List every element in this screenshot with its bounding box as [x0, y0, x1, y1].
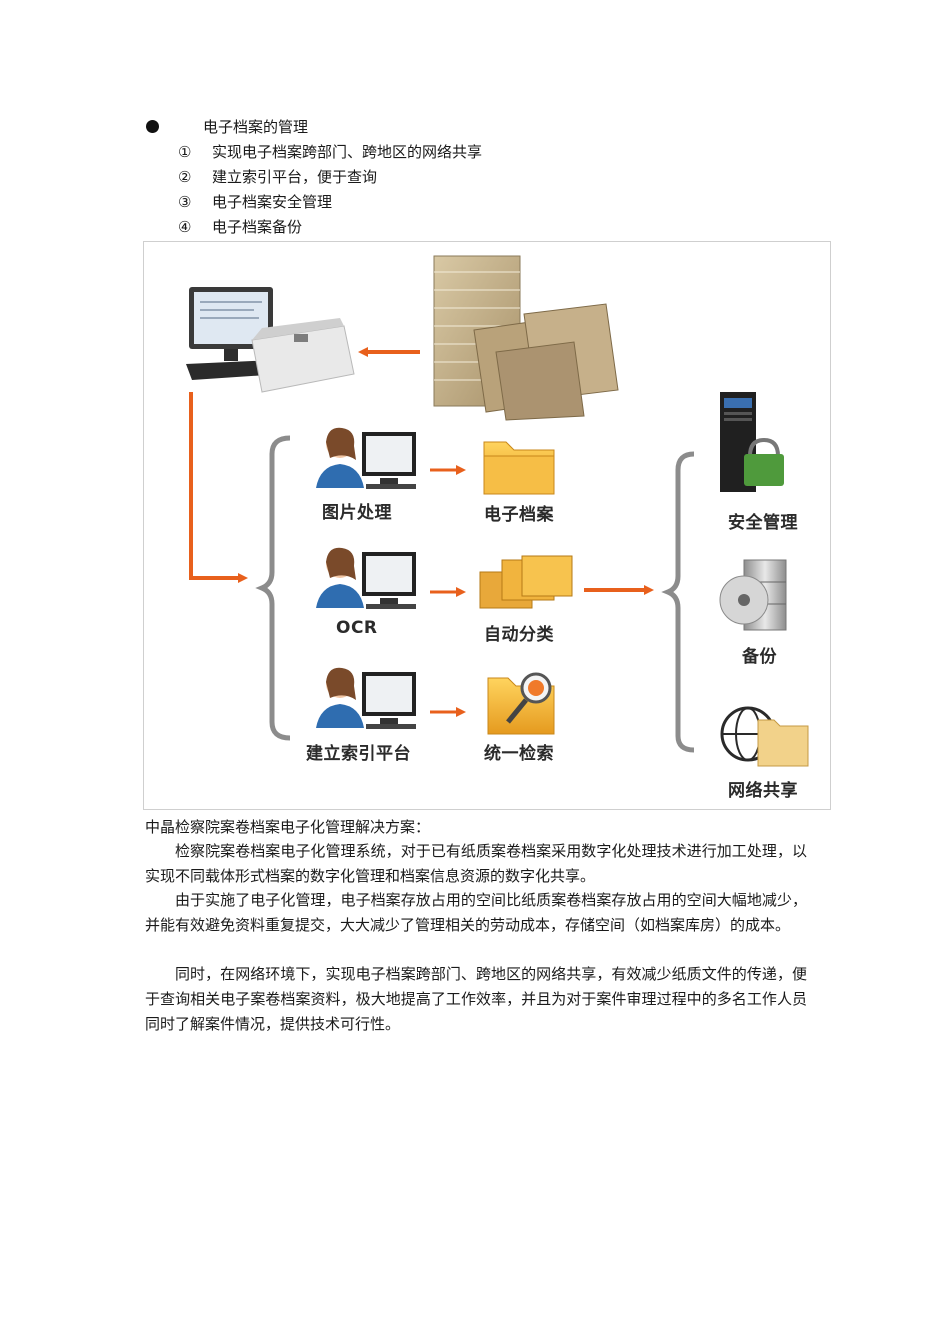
list-item: ② 建立索引平台，便于查询 [178, 165, 377, 190]
backup-label: 备份 [742, 647, 777, 667]
auto-classify-label: 自动分类 [484, 625, 554, 645]
network-share-label: 网络共享 [728, 781, 798, 801]
list-text: 电子档案安全管理 [212, 193, 333, 211]
list-item: ① 实现电子档案跨部门、跨地区的网络共享 [178, 140, 482, 165]
list-text: 实现电子档案跨部门、跨地区的网络共享 [212, 143, 483, 161]
paragraph: 由于实施了电子化管理，电子档案存放占用的空间比纸质案卷档案存放占用的空间大幅地减… [145, 891, 807, 934]
paragraph: 检察院案卷档案电子化管理系统，对于已有纸质案卷档案采用数字化处理技术进行加工处理… [145, 842, 807, 885]
operator-computer-icon [316, 667, 416, 729]
list-number: ④ [178, 218, 192, 236]
list-text: 电子档案备份 [212, 218, 303, 236]
list-number: ② [178, 168, 192, 186]
paragraph: 同时，在网络环境下，实现电子档案跨部门、跨地区的网络共享，有效减少纸质文件的传递… [145, 965, 807, 1033]
solution-caption: 中晶检察院案卷档案电子化管理解决方案： [145, 818, 431, 836]
security-label: 安全管理 [728, 513, 798, 533]
bullet-icon [146, 120, 159, 133]
operator-computer-icon [316, 547, 416, 609]
unified-search-label: 统一检索 [484, 744, 554, 764]
image-processing-label: 图片处理 [322, 503, 392, 523]
list-number: ③ [178, 193, 192, 211]
list-number: ① [178, 143, 192, 161]
operator-computer-icon [316, 427, 416, 489]
ocr-label: OCR [336, 618, 378, 638]
archive-workflow-diagram: 图片处理 电子档案 OCR 自动分类 建立索引平台 统一检索 安全管理 备份 网… [143, 241, 831, 810]
electronic-archive-label: 电子档案 [484, 505, 554, 525]
backup-disk-icon [719, 559, 787, 631]
folder-search-icon [487, 672, 555, 735]
list-item: ④ 电子档案备份 [178, 215, 302, 240]
index-platform-label: 建立索引平台 [306, 744, 411, 764]
paper-archives-icon [433, 255, 619, 421]
network-share-icon [720, 706, 809, 767]
scanner-computer-icon [186, 287, 355, 393]
section-heading: 电子档案的管理 [203, 118, 309, 136]
folders-icon [479, 555, 573, 609]
server-lock-icon [720, 392, 784, 492]
list-item: ③ 电子档案安全管理 [178, 190, 332, 215]
folder-icon [483, 441, 555, 495]
diagram-graphics [186, 255, 809, 767]
list-text: 建立索引平台，便于查询 [212, 168, 378, 186]
